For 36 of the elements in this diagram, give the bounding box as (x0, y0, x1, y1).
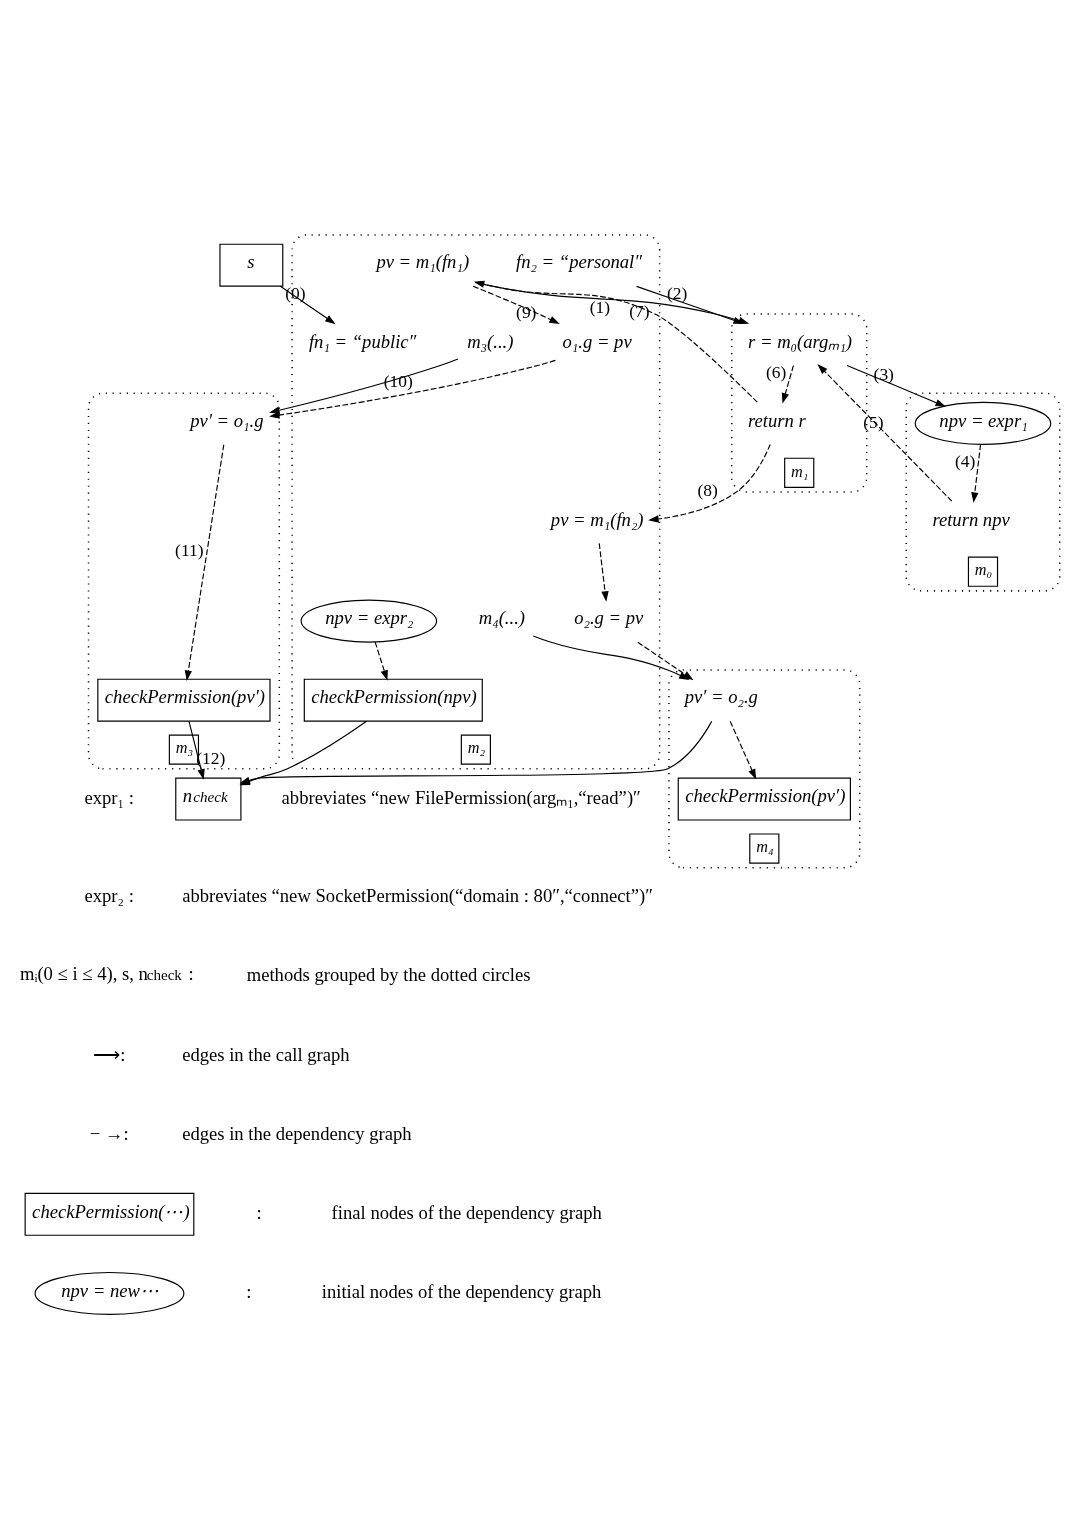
label: ⟶: (93, 1043, 126, 1065)
edge-label: (11) (175, 540, 204, 561)
label: expr₁ : (84, 786, 134, 808)
node-text: pv = m₁(fn₂) (550, 508, 644, 530)
node-text: m₃(...) (467, 330, 514, 352)
edge-label: (9) (516, 302, 537, 323)
label: : (246, 1280, 252, 1302)
node-text: fn₁ = “public″ (308, 330, 417, 352)
edge-label: (6) (766, 362, 787, 383)
node-text: return npv (932, 508, 1010, 530)
label: initial nodes of the dependency graph (321, 1280, 602, 1302)
label: final nodes of the dependency graph (331, 1201, 602, 1223)
edge-label: (4) (955, 451, 976, 472)
label: edges in the call graph (182, 1043, 350, 1065)
edge-label: (3) (873, 363, 894, 384)
edge-label: (2) (667, 282, 688, 303)
node-text: o₂.g = pv (574, 607, 644, 629)
edge-label: (7) (629, 301, 650, 322)
node-text: fn₂ = “personal″ (515, 251, 643, 273)
node-text: m₄(...) (478, 607, 526, 629)
label: abbreviates “new SocketPermission(“domain : 80″,“connect”)″ (182, 885, 653, 907)
edge-label: (8) (697, 480, 718, 501)
node-text: pv′ = o₂.g (684, 686, 758, 708)
label: expr₂ : (84, 885, 134, 907)
label: edges in the dependency graph (182, 1122, 412, 1144)
label: − →: (89, 1122, 129, 1144)
node-text: r = m₀(argₘ₁) (748, 330, 853, 352)
label: abbreviates “new FilePermission(argₘ₁,“read”)″ (281, 786, 641, 808)
label: mᵢ(0 ≤ i ≤ 4), s, ncheck : (19, 963, 194, 985)
edge-label: (1) (589, 297, 611, 318)
node-text: return r (748, 409, 806, 431)
node-text: pv = m₁(fn₁) (376, 251, 470, 273)
label: : (256, 1201, 262, 1223)
label: methods grouped by the dotted circles (246, 964, 531, 986)
node-text: pv′ = o₁.g (190, 409, 264, 431)
node-text: o₁.g = pv (562, 330, 632, 352)
